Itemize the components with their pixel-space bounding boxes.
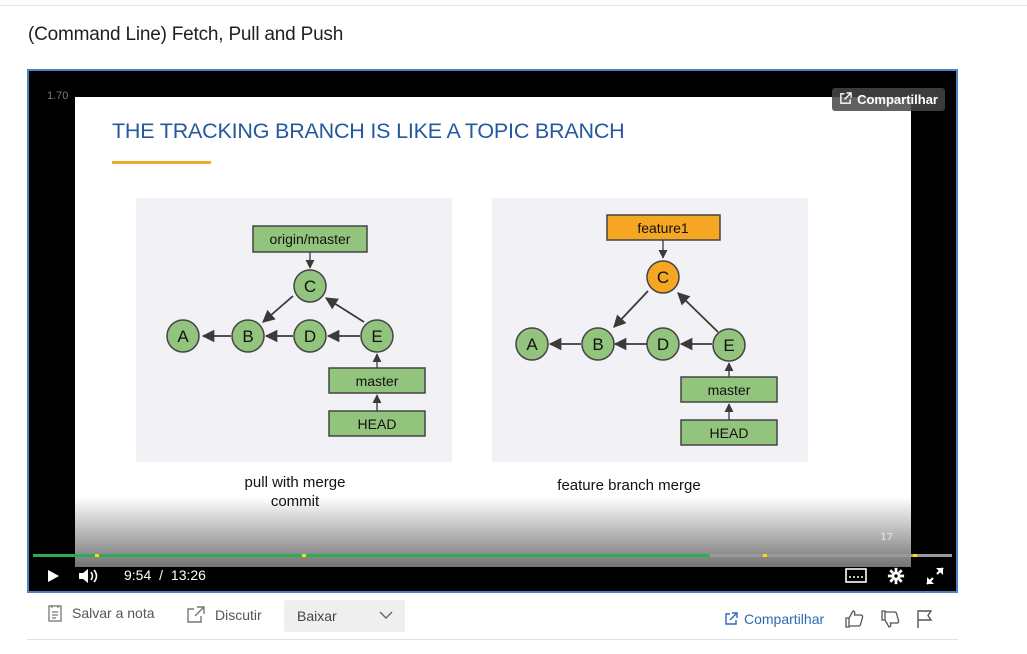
download-select-value: Baixar [297, 608, 337, 624]
share-icon [725, 612, 738, 625]
flag-button[interactable] [916, 609, 934, 633]
play-button[interactable] [43, 567, 63, 585]
volume-icon [79, 569, 98, 583]
svg-text:B: B [242, 327, 253, 346]
save-note-label: Salvar a nota [72, 605, 155, 621]
slide-title: THE TRACKING BRANCH IS LIKE A TOPIC BRAN… [112, 119, 625, 143]
head-pointer-box [680, 419, 778, 446]
share-icon [839, 91, 852, 108]
chapter-marker[interactable] [95, 554, 99, 557]
gear-icon [887, 567, 905, 585]
svg-text:HEAD: HEAD [710, 425, 749, 441]
time-separator: / [159, 567, 164, 583]
svg-text:feature1: feature1 [637, 220, 689, 236]
share-link-label: Compartilhar [744, 611, 825, 627]
commit-node-d [646, 327, 680, 361]
download-select[interactable]: Baixar [284, 600, 405, 632]
video-player[interactable]: 1.70 THE TRACKING BRANCH IS LIKE A TOPIC… [27, 69, 958, 593]
video-frame: THE TRACKING BRANCH IS LIKE A TOPIC BRAN… [75, 97, 911, 567]
tracking-branch-box [252, 225, 368, 253]
feature-branch-box [606, 214, 721, 241]
settings-button[interactable] [886, 566, 906, 586]
commit-node-a [166, 319, 200, 353]
top-divider [0, 5, 1027, 6]
flag-icon [917, 610, 933, 628]
discuss-label: Discutir [215, 607, 262, 623]
chapter-marker[interactable] [763, 554, 767, 557]
external-link-icon [187, 606, 205, 623]
save-note-button[interactable]: Salvar a nota [47, 604, 155, 622]
commit-node-c [293, 269, 327, 303]
play-icon [48, 570, 59, 582]
slide-title-underline [112, 161, 211, 164]
progress-played [33, 554, 711, 557]
time-display: 9:54 / 13:26 [124, 567, 206, 583]
volume-button[interactable] [77, 566, 101, 586]
video-share-label: Compartilhar [857, 92, 938, 107]
svg-text:E: E [723, 336, 734, 355]
svg-text:HEAD: HEAD [358, 416, 397, 432]
master-branch-box [328, 367, 426, 394]
diagram-pull-merge: origin/master C A B D E master [136, 198, 452, 462]
video-share-button[interactable]: Compartilhar [832, 88, 945, 111]
thumbs-up-icon [845, 610, 864, 628]
control-bar: 9:54 / 13:26 [29, 561, 956, 591]
tracking-branch-label: origin/master [270, 231, 351, 247]
note-icon [48, 605, 62, 622]
slide-number: 17 [880, 532, 893, 543]
svg-text:A: A [177, 327, 189, 346]
svg-text:A: A [526, 335, 538, 354]
svg-text:D: D [657, 335, 669, 354]
thumbs-down-icon [881, 610, 900, 628]
svg-text:B: B [592, 335, 603, 354]
commit-node-e [712, 328, 746, 362]
svg-text:C: C [304, 277, 316, 296]
commit-node-b [581, 327, 615, 361]
commit-node-b [231, 319, 265, 353]
current-time: 9:54 [124, 567, 152, 583]
captions-button[interactable] [845, 567, 867, 585]
svg-text:E: E [371, 327, 382, 346]
fullscreen-icon [926, 567, 944, 585]
playback-speed: 1.70 [47, 90, 69, 102]
commit-node-a [515, 327, 549, 361]
commit-node-d [293, 319, 327, 353]
thumbs-down-button[interactable] [880, 609, 900, 633]
chevron-down-icon [379, 611, 393, 619]
captions-icon [845, 568, 867, 583]
duration: 13:26 [170, 567, 206, 583]
commit-node-e [360, 319, 394, 353]
commit-node-c [646, 260, 680, 294]
diagram-feature-merge: feature1 C A B D E master [492, 198, 808, 462]
head-pointer-box [328, 410, 426, 437]
progress-bar[interactable] [33, 554, 952, 557]
svg-text:C: C [657, 268, 669, 287]
discuss-button[interactable]: Discutir [186, 606, 262, 624]
caption-feature-merge: feature branch merge [557, 477, 701, 494]
svg-text:master: master [356, 373, 399, 389]
thumbs-up-button[interactable] [844, 609, 864, 633]
svg-text:master: master [708, 382, 751, 398]
chapter-marker[interactable] [302, 554, 306, 557]
share-link[interactable]: Compartilhar [724, 611, 824, 627]
lecture-toolbar: Salvar a nota Discutir Baixar Compartilh… [27, 598, 958, 640]
fullscreen-button[interactable] [925, 566, 945, 586]
master-branch-box [680, 376, 778, 403]
svg-text:D: D [304, 327, 316, 346]
page-title: (Command Line) Fetch, Pull and Push [28, 24, 344, 45]
chapter-marker[interactable] [913, 554, 917, 557]
